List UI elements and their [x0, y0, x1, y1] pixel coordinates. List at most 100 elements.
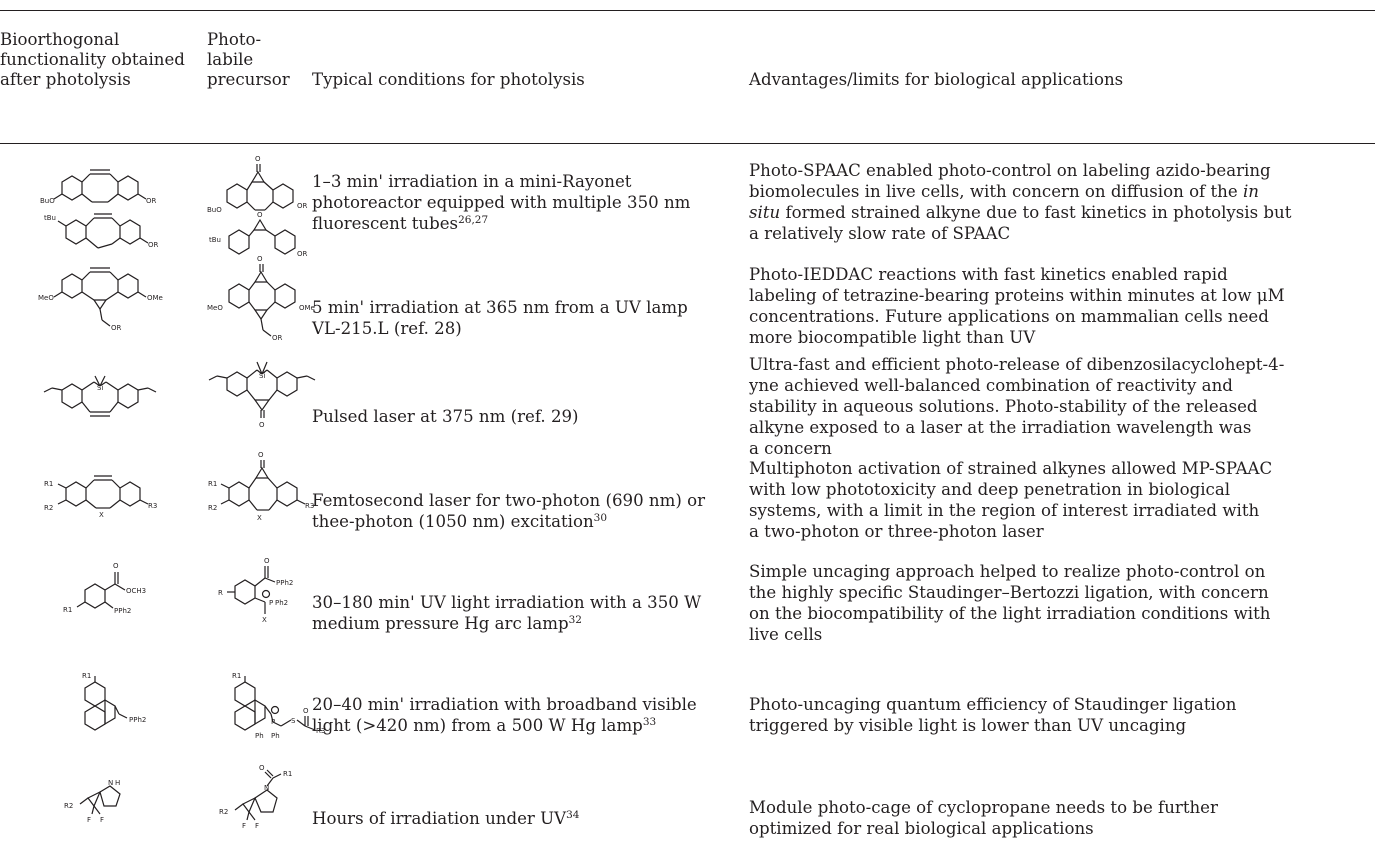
row4-conditions-line2-text: thee-photon (1050 nm) excitation — [312, 512, 594, 531]
row1-product-label-1: OR — [146, 197, 157, 205]
row1-advantages-line1: Photo-SPAAC enabled photo-control on lab… — [749, 161, 1271, 180]
row5-precursor-label-4: Ph2 — [275, 599, 288, 607]
row7-product-label-0: R2 — [64, 802, 73, 810]
row7-precursor-label-5: F — [255, 822, 259, 830]
row4-conditions: Femtosecond laser for two-photon (690 nm… — [312, 490, 705, 532]
header-functionality: Bioorthogonal functionality obtained aft… — [0, 30, 185, 90]
row2-advantages-line2: labeling of tetrazine-bearing proteins w… — [749, 286, 1285, 305]
row7-precursor-structure: O R1 R2 N F F — [219, 764, 292, 830]
row6-conditions-line2-text: light (>420 nm) from a 500 W Hg lamp — [312, 716, 643, 735]
row3-precursor-label-1: O — [259, 421, 265, 429]
row6-precursor-label-5: O — [303, 707, 309, 715]
row5-conditions: 30–180 min' UV light irradiation with a … — [312, 592, 701, 634]
row5-advantages-line1: Simple uncaging approach helped to reali… — [749, 562, 1266, 581]
row1-conditions-ref: 26,27 — [458, 214, 489, 226]
row2-product-label-0: MeO — [38, 294, 54, 302]
row1-precursor-structure: O BuO OR O tBu OR — [207, 155, 308, 258]
row5-advantages-line2: the highly specific Staudinger–Bertozzi … — [749, 583, 1269, 602]
row5-conditions-ref: 32 — [568, 614, 582, 626]
row5-product-label-2: R1 — [63, 606, 72, 614]
row5-advantages-line4: live cells — [749, 625, 823, 644]
row7-product-label-2: H — [115, 779, 120, 787]
row4-precursor-label-4: R3 — [305, 502, 314, 510]
row6-product-structure: R1 PPh2 — [82, 672, 146, 731]
row2-conditions-line1: 5 min' irradiation at 365 nm from a UV l… — [312, 298, 688, 317]
row1-precursor-label-0: O — [255, 155, 261, 163]
row4-precursor-label-0: O — [258, 451, 264, 459]
row1-product-label-0: BuO — [40, 197, 55, 205]
row2-conditions-line2: VL-215.L (ref. 28) — [312, 319, 462, 338]
row1-product-label-2: tBu — [44, 214, 56, 222]
row2-product-structure: MeO OMe OR — [38, 267, 163, 332]
row7-product-structure: R2 N H F F — [64, 779, 121, 824]
row4-product-label-0: R1 — [44, 480, 53, 488]
row4-advantages-line1: Multiphoton activation of strained alkyn… — [749, 459, 1273, 478]
row4-conditions-line2: thee-photon (1050 nm) excitation30 — [312, 511, 705, 532]
row1-advantages-line3-text: formed strained alkyne due to fast kinet… — [785, 203, 1292, 222]
row5-precursor-label-5: X — [262, 616, 267, 624]
row1-precursor-label-3: O — [257, 211, 263, 219]
row4-advantages-line3: systems, with a limit in the region of i… — [749, 501, 1260, 520]
row6-conditions-ref: 33 — [642, 716, 657, 728]
row6-product-label-0: R1 — [82, 672, 91, 680]
row1-conditions: 1–3 min' irradiation in a mini-Rayonet p… — [312, 171, 690, 234]
row3-precursor-structure: Si O — [208, 361, 316, 429]
row2-product-label-1: OMe — [147, 294, 163, 302]
header-functionality-line2: functionality obtained — [0, 50, 185, 69]
row5-precursor-label-3: P — [269, 599, 273, 607]
row5-precursor-label-0: O — [264, 557, 270, 565]
row5-advantages-line3: on the biocompatibility of the light irr… — [749, 604, 1271, 623]
row7-conditions: Hours of irradiation under UV34 — [312, 808, 579, 829]
row6-precursor-structure: R1 P Ph Ph S O R3 — [232, 672, 325, 740]
row6-precursor-label-4: S — [291, 717, 296, 725]
row4-precursor-label-2: R2 — [208, 504, 217, 512]
row5-product-label-0: O — [113, 562, 119, 570]
row4-conditions-line1: Femtosecond laser for two-photon (690 nm… — [312, 491, 706, 510]
row6-advantages-line1: Photo-uncaging quantum efficiency of Sta… — [749, 695, 1237, 714]
row5-product-structure: O OCH3 R1 PPh2 — [63, 562, 146, 615]
header-conditions: Typical conditions for photolysis — [312, 70, 585, 89]
row3-advantages: Ultra-fast and efficient photo-release o… — [749, 354, 1284, 459]
row6-precursor-label-6: R3 — [316, 727, 325, 735]
row4-precursor-label-3: X — [257, 514, 262, 522]
row4-product-label-2: X — [99, 511, 104, 519]
row1-advantages-line3: situ formed strained alkyne due to fast … — [749, 202, 1291, 223]
row6-advantages: Photo-uncaging quantum efficiency of Sta… — [749, 694, 1236, 736]
row7-conditions-line1-text: Hours of irradiation under UV — [312, 809, 567, 828]
row6-conditions-line2: light (>420 nm) from a 500 W Hg lamp33 — [312, 715, 697, 736]
row4-product-structure: R1 R2 X R3 — [44, 475, 157, 519]
row3-advantages-line1: Ultra-fast and efficient photo-release o… — [749, 355, 1285, 374]
row1-advantages-situ: situ — [749, 203, 781, 222]
header-precursor-line3: precursor — [207, 70, 290, 89]
row7-precursor-label-2: R2 — [219, 808, 228, 816]
row1-precursor-label-4: tBu — [209, 236, 221, 244]
header-precursor: Photo- labile precursor — [207, 30, 290, 90]
row2-advantages-line4: more biocompatible light than UV — [749, 328, 1036, 347]
row2-advantages: Photo-IEDDAC reactions with fast kinetic… — [749, 264, 1285, 348]
row6-advantages-line2: triggered by visible light is lower than… — [749, 716, 1187, 735]
row1-advantages-line2: biomolecules in live cells, with concern… — [749, 181, 1291, 202]
row6-product-label-1: PPh2 — [129, 716, 146, 724]
row5-precursor-label-2: PPh2 — [276, 579, 293, 587]
row2-advantages-line3: concentrations. Future applications on m… — [749, 307, 1269, 326]
header-precursor-line2: labile — [207, 50, 254, 69]
row1-advantages-in: in — [1242, 182, 1259, 201]
row1-precursor-label-2: OR — [297, 202, 308, 210]
row2-advantages-line1: Photo-IEDDAC reactions with fast kinetic… — [749, 265, 1228, 284]
row6-precursor-label-2: Ph — [255, 732, 264, 740]
row1-advantages: Photo-SPAAC enabled photo-control on lab… — [749, 160, 1291, 244]
row7-advantages-line2: optimized for real biological applicatio… — [749, 819, 1094, 838]
row7-product-label-1: N — [108, 779, 113, 787]
row4-product-label-3: R3 — [148, 502, 157, 510]
row4-advantages-line2: with low phototoxicity and deep penetrat… — [749, 480, 1231, 499]
row4-advantages: Multiphoton activation of strained alkyn… — [749, 458, 1272, 542]
row7-conditions-ref: 34 — [566, 809, 580, 821]
row2-precursor-label-1: MeO — [207, 304, 223, 312]
row1-conditions-line1: 1–3 min' irradiation in a mini-Rayonet — [312, 172, 632, 191]
header-advantages: Advantages/limits for biological applica… — [749, 70, 1124, 89]
row1-precursor-label-5: OR — [297, 250, 308, 258]
row4-precursor-structure: O R1 R2 X R3 — [208, 451, 314, 522]
row2-product-label-2: OR — [111, 324, 122, 332]
row5-product-label-1: OCH3 — [126, 587, 146, 595]
